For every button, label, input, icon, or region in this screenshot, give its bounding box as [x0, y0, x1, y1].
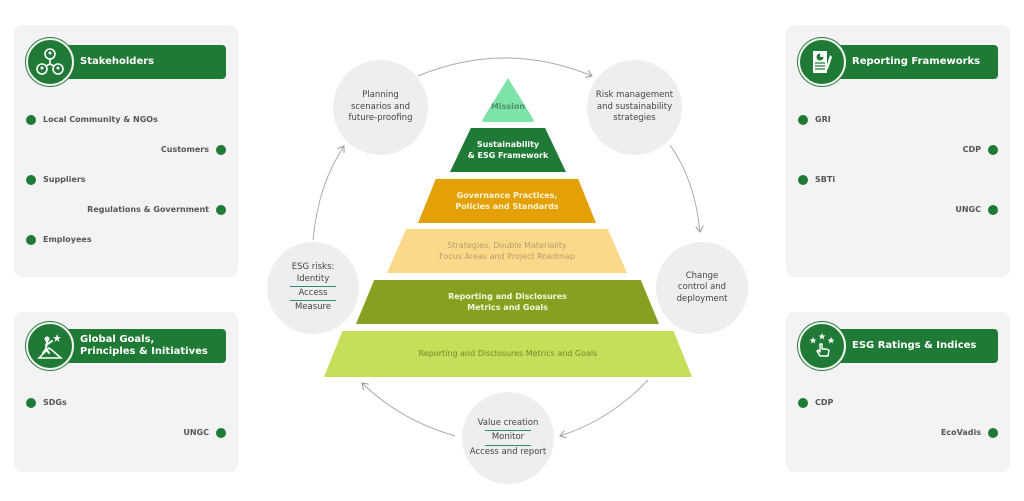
- reporting-frameworks-panel: Reporting Frameworks: [786, 25, 1010, 277]
- governance-line2: Policies and Standards: [455, 202, 559, 211]
- esg-ratings-icon-badge: [798, 322, 846, 370]
- reporting-frameworks-icon-badge: [798, 38, 846, 86]
- framework-item-1: GRI: [815, 115, 831, 124]
- esg-ratings-panel: ESG Ratings & Indices: [786, 312, 1010, 472]
- stakeholder-item-2: Customers: [160, 145, 209, 154]
- cycle-esg-risks-circle: ESG risks: Identity Access Measure: [267, 242, 359, 334]
- strategies-line1: Strategies, Double Materiality: [447, 240, 567, 250]
- global-goals-title-line1: Global Goals,: [80, 333, 155, 345]
- change-line2: control and: [677, 282, 727, 293]
- rating-dot-2: [988, 428, 998, 438]
- pyramid-tier-strategies: Strategies, Double Materiality Focus Are…: [387, 229, 627, 273]
- stakeholder-item-3: Suppliers: [43, 175, 86, 184]
- value-separator-1: [485, 430, 531, 432]
- change-line3: deployment: [676, 293, 728, 304]
- framework-dot-4: [988, 205, 998, 215]
- stakeholder-dot-5: [26, 235, 36, 245]
- pyramid-tier-framework: Sustainability & ESG Framework: [450, 128, 566, 172]
- framework-line2: & ESG Framework: [467, 151, 549, 160]
- rating-dot-1: [798, 398, 808, 408]
- stakeholders-title: Stakeholders: [80, 55, 155, 67]
- risk-line3: strategies: [613, 113, 656, 124]
- rating-item-2: EcoVadis: [940, 428, 981, 437]
- cycle-change-circle: Change control and deployment: [656, 242, 748, 334]
- pyramid-tier-reporting-light: Reporting and Disclosures Metrics and Go…: [324, 331, 692, 377]
- esg-risks-separator-1: [290, 286, 336, 287]
- esg-risks-line2: Access: [298, 288, 328, 298]
- risk-line1: Risk management: [595, 90, 674, 101]
- stakeholder-dot-4: [216, 205, 226, 215]
- framework-item-2: CDP: [962, 145, 981, 154]
- planning-line2: scenarios and: [350, 101, 411, 112]
- esg-risks-label: ESG risks:: [291, 262, 335, 273]
- esg-risks-separator-2: [290, 300, 336, 302]
- reporting-frameworks-header: Reporting Frameworks: [836, 45, 998, 79]
- arrow-planning-to-risk: [417, 57, 592, 76]
- pyramid-tier-governance: Governance Practices, Policies and Stand…: [418, 179, 596, 223]
- reporting-dark-line2: Metrics and Goals: [467, 303, 548, 312]
- rating-item-1: CDP: [815, 398, 834, 407]
- esg-ratings-header: ESG Ratings & Indices: [836, 329, 998, 363]
- mission-text: Mission: [490, 102, 526, 112]
- arrow-value-to-esg: [362, 383, 456, 437]
- framework-line1: Sustainability: [476, 139, 540, 149]
- global-goal-item-1: SDGs: [43, 398, 67, 407]
- planning-line1: Planning: [362, 90, 399, 101]
- esg-risks-line1: Identity: [296, 273, 330, 284]
- stakeholders-header: Stakeholders: [64, 45, 226, 79]
- arrow-risk-to-change: [669, 144, 700, 232]
- arrow-esg-to-planning: [312, 146, 344, 241]
- esg-ratings-title: ESG Ratings & Indices: [852, 339, 977, 351]
- framework-item-4: UNGC: [955, 205, 981, 214]
- governance-line1: Governance Practices,: [456, 190, 558, 200]
- stakeholders-panel: Stakeholders: [14, 25, 238, 277]
- reporting-dark-line1: Reporting and Disclosures: [448, 291, 567, 301]
- value-line1: Value creation: [477, 417, 539, 428]
- stakeholder-dot-1: [26, 115, 36, 125]
- reporting-light-text: Reporting and Disclosures Metrics and Go…: [418, 349, 598, 359]
- stakeholder-dot-3: [26, 175, 36, 185]
- planning-line3: future-proofing: [348, 113, 413, 124]
- esg-risks-line3: Measure: [294, 302, 332, 313]
- report-document-icon: [813, 51, 832, 73]
- change-line1: Change: [685, 270, 719, 281]
- global-goal-dot-2: [216, 428, 226, 438]
- stakeholder-item-5: Employees: [43, 235, 92, 244]
- global-goals-title-line2: Principles & Initiatives: [80, 346, 208, 357]
- pyramid-tier-reporting-dark: Reporting and Disclosures Metrics and Go…: [356, 280, 659, 324]
- cycle-planning-circle: Planning scenarios and future-proofing: [333, 60, 428, 155]
- global-goals-icon-badge: [26, 322, 74, 370]
- rating-stars-hand-icon: [809, 333, 835, 357]
- risk-line2: and sustainability: [596, 101, 673, 112]
- stakeholders-icon-badge: [26, 38, 74, 86]
- arrow-change-to-value: [560, 379, 649, 436]
- global-goals-header: Global Goals, Principles & Initiatives: [64, 329, 226, 363]
- stakeholder-dot-2: [216, 145, 226, 155]
- value-separator-2: [485, 444, 531, 446]
- network-people-icon: [36, 48, 64, 75]
- reporting-frameworks-title: Reporting Frameworks: [852, 55, 981, 67]
- global-goal-item-2: UNGC: [183, 428, 209, 437]
- framework-item-3: SBTi: [815, 175, 836, 184]
- cycle-value-circle: Value creation Monitor Access and report: [462, 392, 554, 484]
- climbing-person-star-icon: [37, 334, 63, 359]
- value-line2: Monitor: [491, 432, 525, 443]
- global-goal-dot-1: [26, 398, 36, 408]
- strategies-line2: Focus Areas and Project Roadmap: [439, 252, 575, 261]
- framework-dot-3: [798, 175, 808, 185]
- framework-dot-2: [988, 145, 998, 155]
- stakeholder-item-1: Local Community & NGOs: [43, 115, 158, 124]
- value-line3: Access and report: [469, 446, 547, 457]
- framework-dot-1: [798, 115, 808, 125]
- global-goals-panel: Global Goals, Principles & Initiatives: [14, 312, 238, 472]
- cycle-risk-circle: Risk management and sustainability strat…: [587, 60, 682, 155]
- stakeholder-item-4: Regulations & Government: [87, 205, 209, 214]
